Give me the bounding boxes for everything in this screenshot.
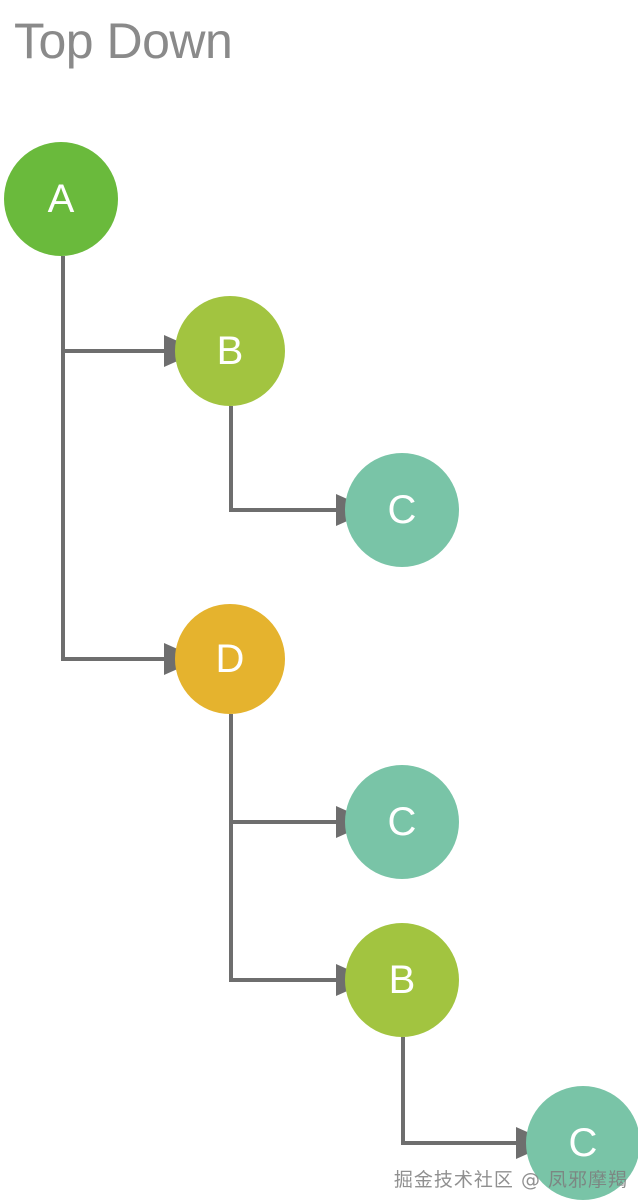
edge-a-to-b	[61, 256, 200, 367]
node-b[interactable]: B	[175, 296, 285, 406]
edge-d-to-c	[229, 714, 372, 838]
page-title: Top Down	[14, 13, 233, 69]
node-a-label: A	[47, 177, 75, 221]
node-d[interactable]: D	[175, 604, 285, 714]
edge-b2-to-c	[401, 1037, 552, 1159]
node-c-3-label: C	[568, 1121, 598, 1165]
node-b-2-label: B	[388, 958, 416, 1002]
node-c-2-label: C	[387, 800, 417, 844]
edge-a-to-d	[61, 351, 200, 675]
node-d-label: D	[215, 637, 245, 681]
node-c[interactable]: C	[345, 453, 459, 567]
node-b-2[interactable]: B	[345, 923, 459, 1037]
node-c-3[interactable]: C	[526, 1086, 638, 1200]
watermark: 掘金技术社区 @ 凤邪摩羯	[393, 1169, 628, 1191]
node-c-label: C	[387, 488, 417, 532]
node-c-2[interactable]: C	[345, 765, 459, 879]
node-b-label: B	[216, 329, 244, 373]
node-a[interactable]: A	[4, 142, 118, 256]
edge-d-to-b	[229, 822, 372, 996]
edge-b-to-c	[229, 406, 372, 526]
